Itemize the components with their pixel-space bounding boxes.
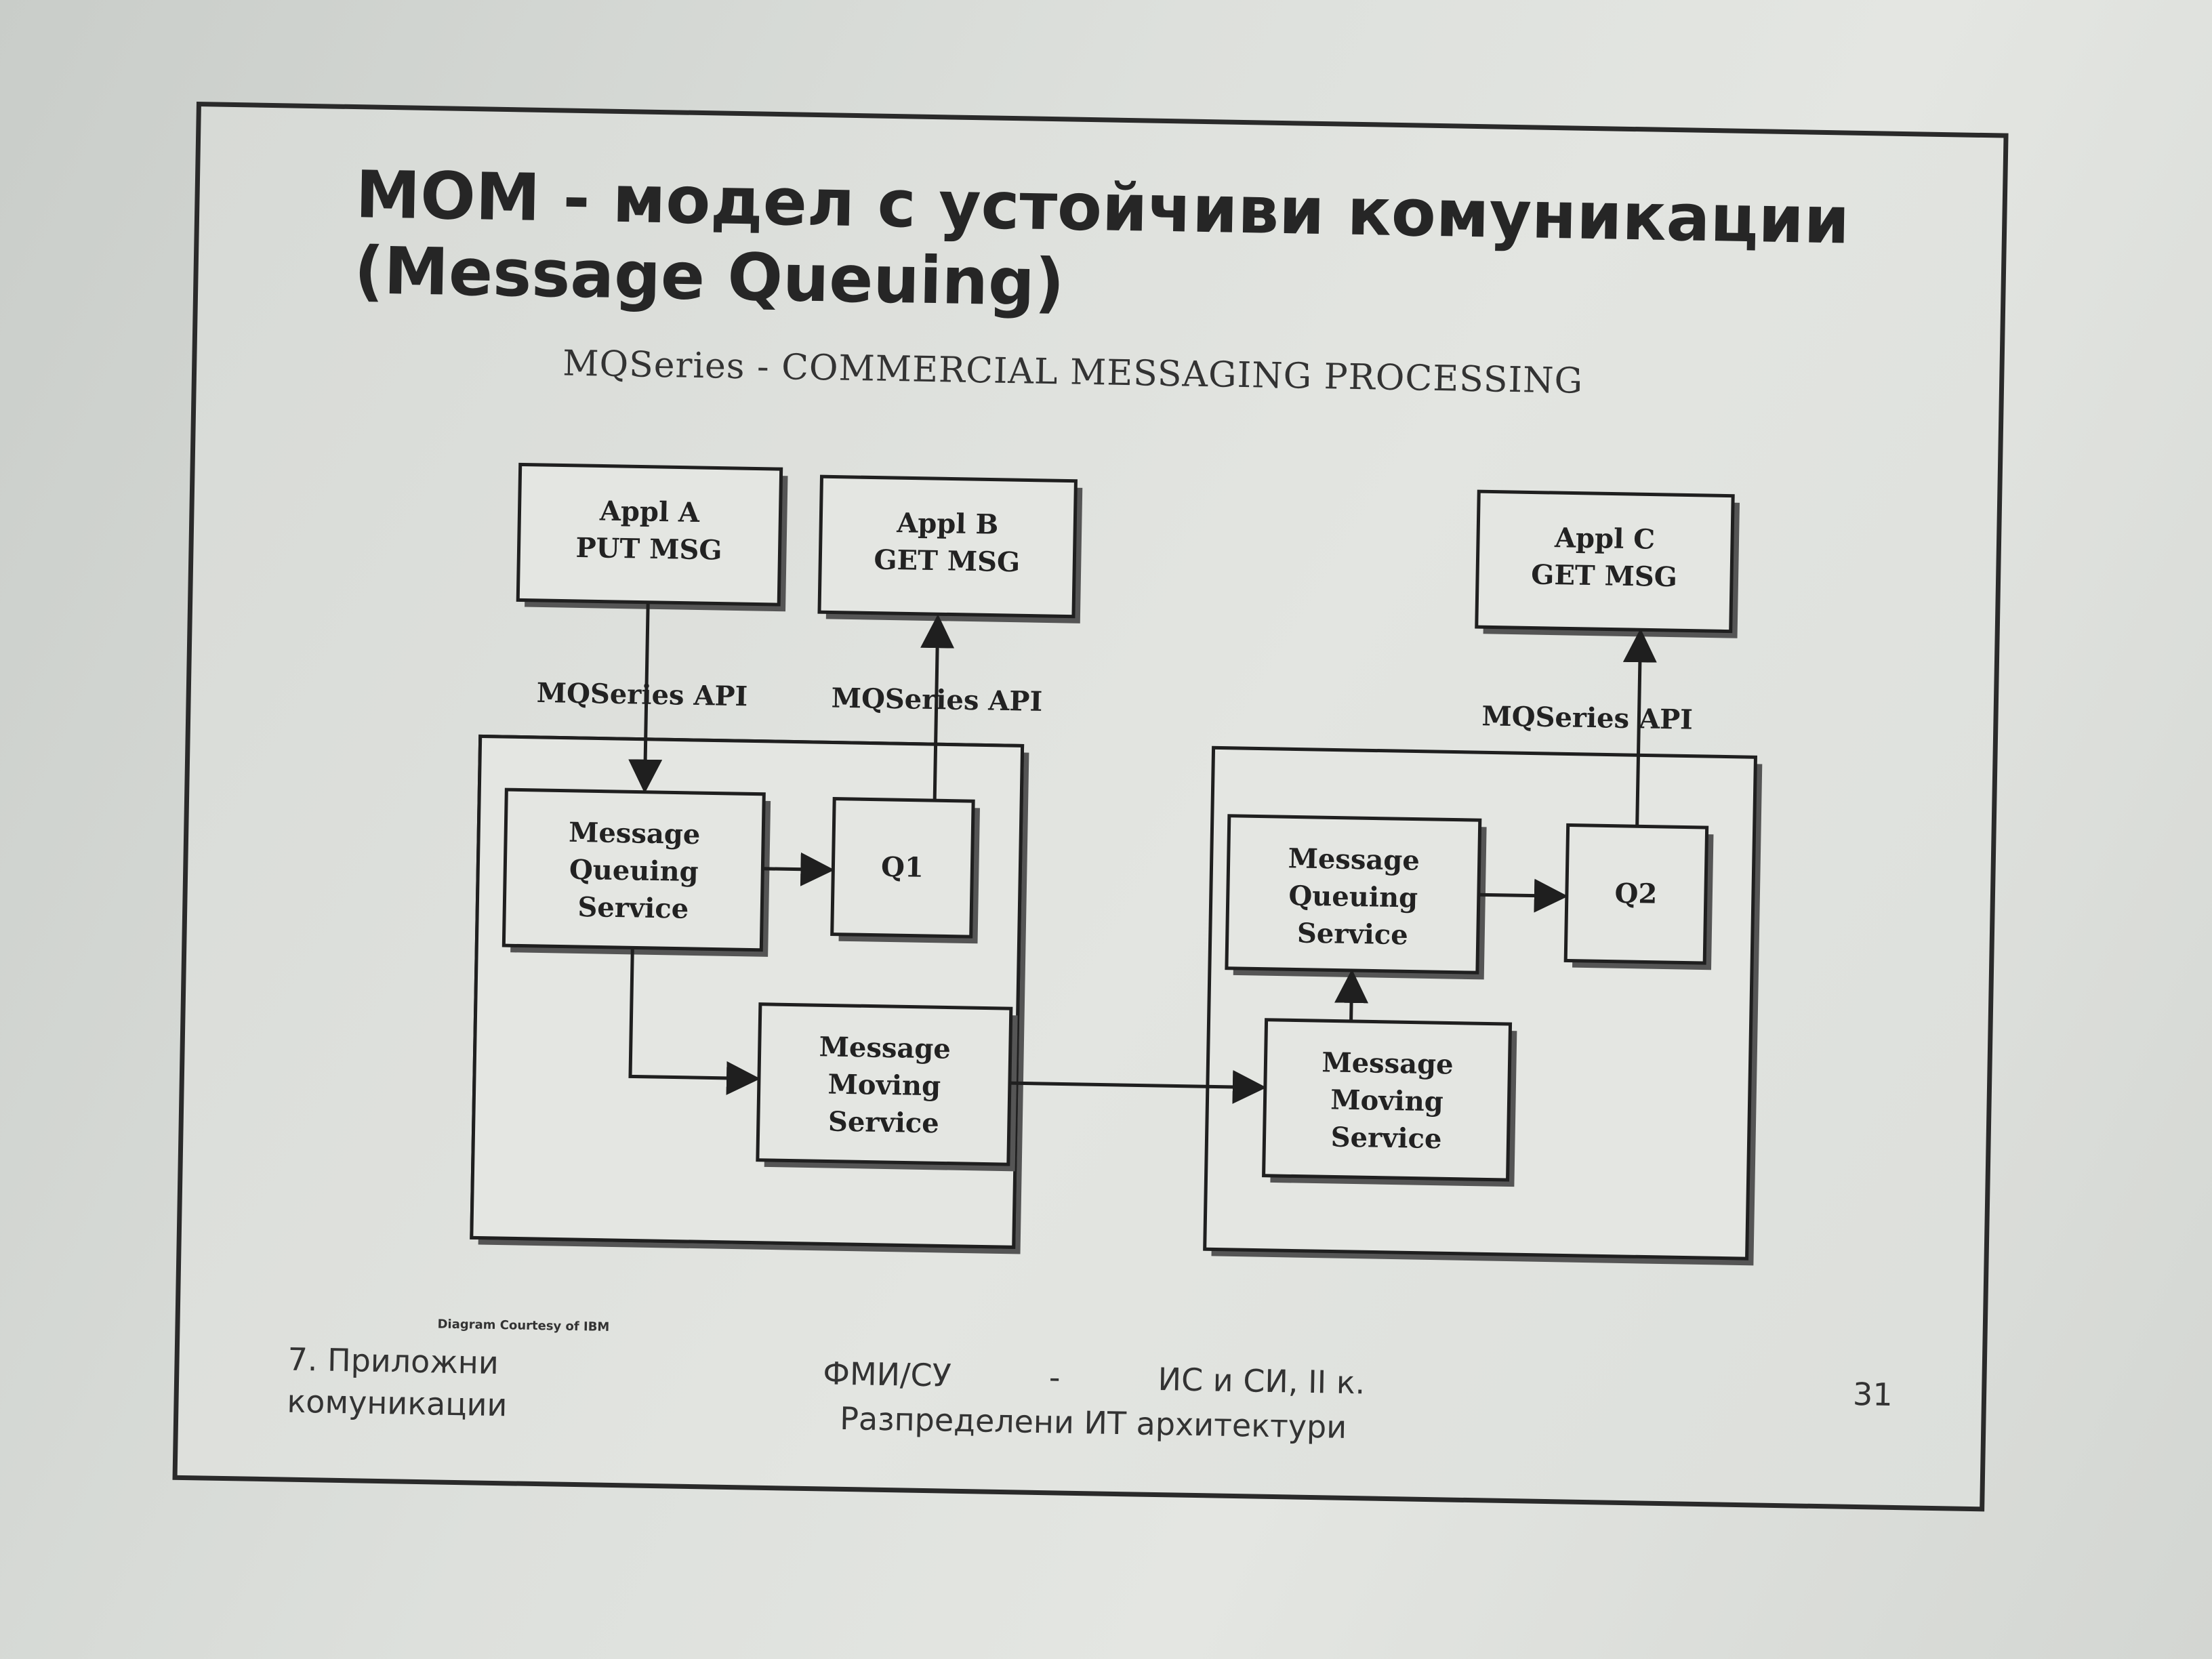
footer-section-line-1: 7. Приложни <box>287 1340 499 1382</box>
slide-frame: МОМ - модел с устойчиви комуникации (Mes… <box>172 102 2009 1512</box>
queue-q1: Q1 <box>830 797 980 944</box>
diagram-credit: Diagram Courtesy of IBM <box>437 1317 610 1334</box>
message-queuing-service-2: Message Queuing Service <box>1225 814 1487 980</box>
appl-a-name: Appl A <box>599 495 701 529</box>
appl-c-name: Appl C <box>1554 522 1656 556</box>
appl-b-box: Appl B GET MSG <box>817 474 1083 623</box>
arrow-mqs-1-to-mms-1 <box>628 947 760 1095</box>
api-label-a: MQSeries API <box>536 677 747 712</box>
mms-1-line-1: Message <box>819 1031 951 1065</box>
footer-faculty: ФМИ/СУ <box>822 1355 952 1394</box>
appl-c-box: Appl C GET MSG <box>1475 489 1740 638</box>
arrow-mms-1-to-mms-2 <box>1009 1069 1267 1104</box>
arrow-q2-to-appl-c <box>1622 628 1657 827</box>
mqs-1-line-3: Service <box>577 891 689 925</box>
arrow-appl-a-to-mqs-1 <box>628 602 663 794</box>
appl-b-name: Appl B <box>896 507 999 541</box>
footer-separator: - <box>1048 1359 1061 1396</box>
footer-program: ИС и СИ, II к. <box>1158 1361 1366 1401</box>
arrow-mqs-2-to-q2 <box>1478 878 1568 913</box>
footer-course-title: Разпределени ИТ архитектури <box>839 1399 1347 1446</box>
mqs-2-line-3: Service <box>1297 918 1408 951</box>
arrow-mqs-1-to-q1 <box>762 852 835 886</box>
mqs-1-line-1: Message <box>569 817 701 851</box>
page-number: 31 <box>1852 1375 1893 1413</box>
message-moving-service-2: Message Moving Service <box>1262 1018 1517 1187</box>
appl-c-action: GET MSG <box>1531 558 1677 593</box>
mms-1-line-2: Moving <box>827 1068 941 1102</box>
mms-1-line-3: Service <box>828 1105 939 1139</box>
footer-section: 7. Приложни комуникации <box>287 1338 627 1429</box>
footer-section-line-2: комуникации <box>287 1382 508 1424</box>
message-queuing-service-1: Message Queuing Service <box>501 787 771 957</box>
footer-course: ФМИ/СУ - ИС и СИ, II к. Разпределени ИТ … <box>822 1351 1366 1450</box>
q1-label: Q1 <box>881 851 924 884</box>
appl-b-action: GET MSG <box>874 544 1020 579</box>
q2-label: Q2 <box>1614 878 1657 910</box>
mms-2-line-2: Moving <box>1330 1084 1443 1118</box>
mqs-2-line-2: Queuing <box>1288 880 1418 914</box>
mms-2-line-3: Service <box>1330 1121 1441 1155</box>
appl-a-box: Appl A PUT MSG <box>516 462 788 612</box>
mqs-2-line-1: Message <box>1288 842 1420 876</box>
queue-q2: Q2 <box>1563 823 1714 970</box>
mq-architecture-diagram: Appl A PUT MSG Appl B GET MSG Appl C GET… <box>470 462 1763 1266</box>
arrow-q1-to-appl-b <box>920 614 955 801</box>
arrow-mms-2-to-mqs-2 <box>1334 968 1369 1021</box>
api-label-c: MQSeries API <box>1481 700 1693 735</box>
mms-2-line-1: Message <box>1322 1046 1454 1080</box>
mqs-1-line-2: Queuing <box>569 854 699 888</box>
message-moving-service-1: Message Moving Service <box>756 1002 1018 1172</box>
appl-a-action: PUT MSG <box>575 532 722 567</box>
